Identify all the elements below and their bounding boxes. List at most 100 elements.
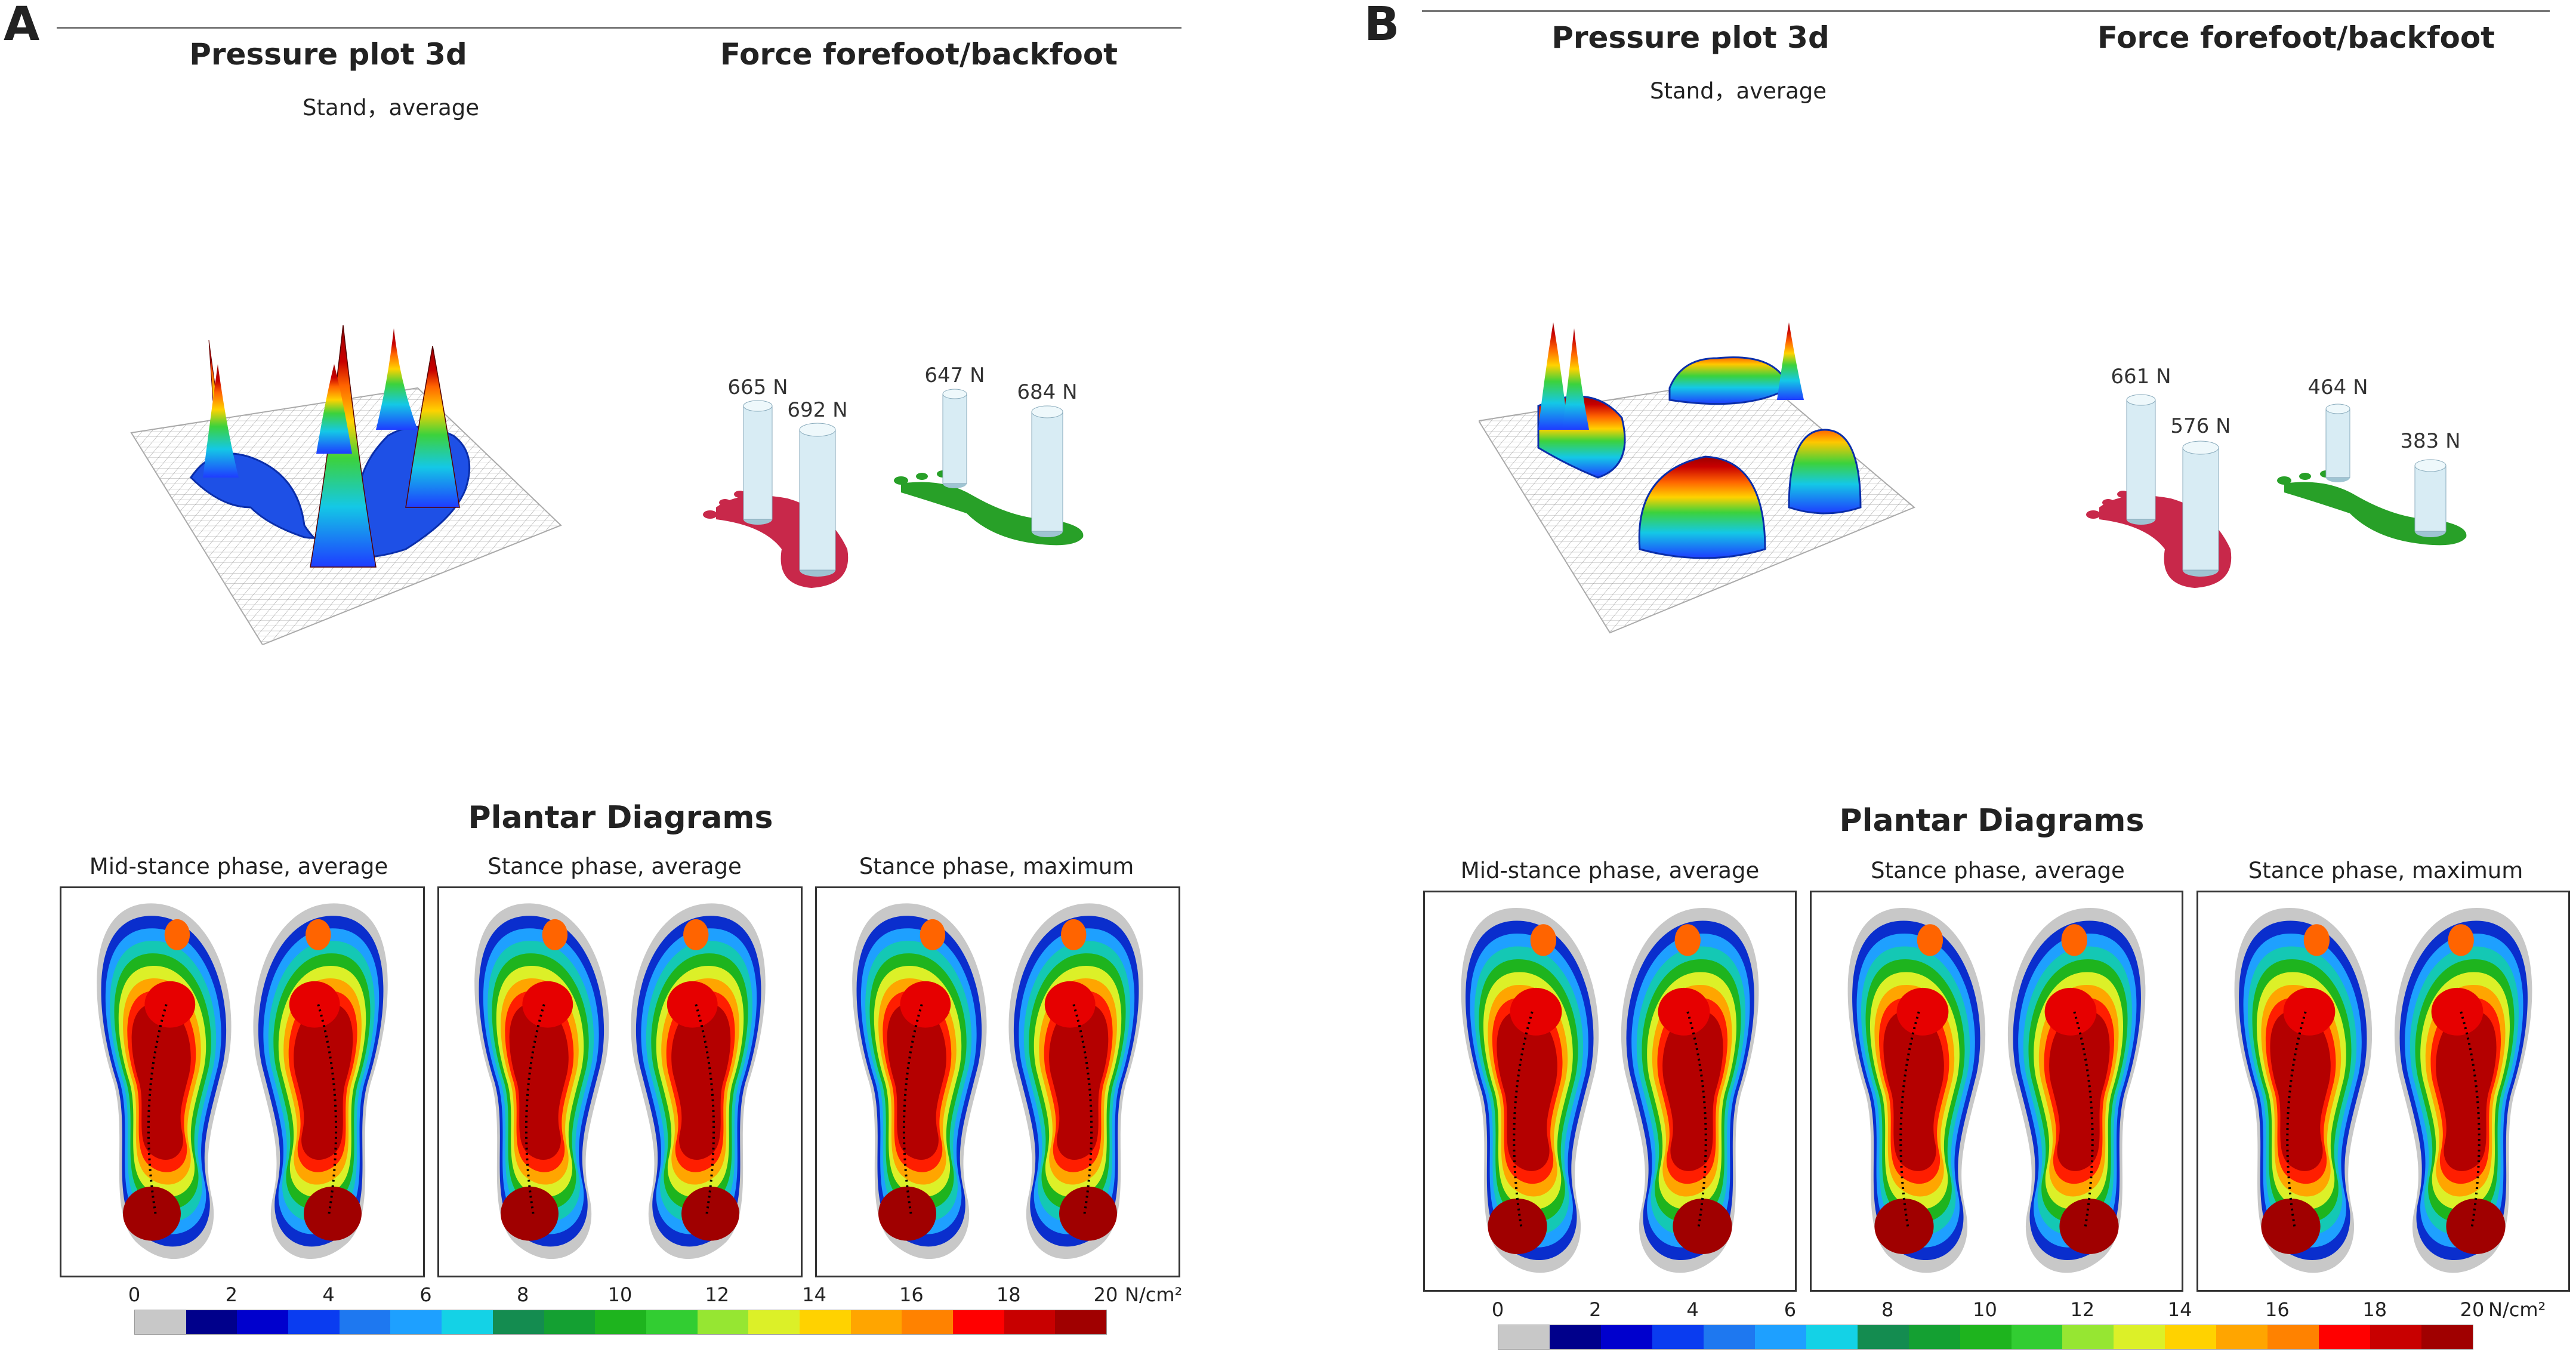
force-bar <box>2182 441 2219 577</box>
foot-pressure-map <box>474 903 609 1259</box>
force-bar <box>1031 405 1063 537</box>
scale-tick-label: 10 <box>607 1283 633 1306</box>
color-scale-segment <box>1549 1325 1601 1349</box>
scale-tick-label: 4 <box>1686 1298 1699 1321</box>
force-value: 661 N <box>2111 365 2171 389</box>
diagram-title: Stance phase, average <box>488 854 742 879</box>
color-scale-segment <box>2216 1325 2268 1349</box>
color-scale-segment <box>2011 1325 2063 1349</box>
color-scale-segment <box>237 1310 289 1334</box>
color-scale-segment <box>1055 1310 1107 1334</box>
panel-b: B Pressure plot 3d Stand，average Force f… <box>1288 0 2576 1355</box>
color-scale-segment <box>1703 1325 1755 1349</box>
force-value: 647 N <box>924 364 985 387</box>
foot-pressure-map <box>852 903 987 1259</box>
force-value: 692 N <box>787 398 847 422</box>
scale-tick-label: 18 <box>2362 1298 2387 1321</box>
scale-tick-label: 2 <box>1589 1298 1602 1321</box>
scale-tick-label: 2 <box>225 1283 237 1306</box>
color-scale-segment <box>595 1310 646 1334</box>
foot-pressure-map <box>253 903 388 1259</box>
diagram-title: Stance phase, maximum <box>2248 858 2523 883</box>
foot-pressure-map <box>1847 907 1986 1273</box>
scale-tick-label: 0 <box>128 1283 141 1306</box>
panel-label: A <box>4 0 40 51</box>
force-plot: 661 N 576 N 464 N 383 N <box>2075 358 2493 609</box>
color-scale-segment <box>2319 1325 2371 1349</box>
color-scale-segment <box>2165 1325 2217 1349</box>
divider <box>57 27 1181 29</box>
color-scale-segment <box>390 1310 442 1334</box>
force-title: Force forefoot/backfoot <box>2097 20 2495 55</box>
force-value: 665 N <box>727 375 788 399</box>
force-bar <box>2414 459 2447 537</box>
color-scale-segment <box>799 1310 851 1334</box>
force-value: 464 N <box>2307 375 2368 399</box>
force-plot: 665 N 692 N 647 N 684 N <box>692 358 1110 609</box>
plantar-diagram <box>1810 891 2183 1292</box>
scale-tick-label: 10 <box>1973 1298 1997 1321</box>
color-scale-segment <box>1857 1325 1909 1349</box>
foot-pressure-map <box>1008 903 1143 1259</box>
panel-label: B <box>1364 0 1400 51</box>
color-scale-bar <box>134 1310 1107 1335</box>
foot-pressure-map <box>1461 907 1599 1273</box>
force-value: 576 N <box>2170 414 2231 438</box>
color-scale-segment <box>2062 1325 2114 1349</box>
scale-tick-label: 8 <box>517 1283 529 1306</box>
scale-tick-label: 12 <box>705 1283 730 1306</box>
foot-pressure-map <box>97 903 232 1259</box>
color-scale-segment <box>288 1310 340 1334</box>
plantar-title: Plantar Diagrams <box>468 800 773 836</box>
diagram-title: Mid-stance phase, average <box>89 854 388 879</box>
scale-tick-label: 6 <box>419 1283 432 1306</box>
color-scale-segment <box>2370 1325 2422 1349</box>
color-scale-segment <box>1908 1325 1960 1349</box>
color-scale-segment <box>646 1310 698 1334</box>
scale-tick-label: 6 <box>1784 1298 1797 1321</box>
color-scale-segment <box>1806 1325 1858 1349</box>
divider <box>1422 10 2550 12</box>
scale-tick-label: 16 <box>2265 1298 2290 1321</box>
color-scale-segment <box>1754 1325 1806 1349</box>
color-scale-segment <box>544 1310 596 1334</box>
color-scale-segment <box>492 1310 544 1334</box>
scale-tick-label: 4 <box>322 1283 335 1306</box>
diagram-title: Mid-stance phase, average <box>1460 858 1760 883</box>
color-scale-segment <box>2421 1325 2473 1349</box>
plantar-diagram <box>60 886 425 1277</box>
scale-unit: N/cm² <box>1125 1283 1183 1306</box>
color-scale-segment <box>339 1310 391 1334</box>
color-scale-segment <box>2114 1325 2165 1349</box>
color-scale-segment <box>186 1310 237 1334</box>
force-value: 684 N <box>1017 380 1077 404</box>
color-scale-segment <box>953 1310 1004 1334</box>
foot-pressure-map <box>2007 907 2146 1273</box>
color-scale-segment <box>1004 1310 1056 1334</box>
color-scale-segment <box>2268 1325 2319 1349</box>
scale-tick-label: 16 <box>899 1283 924 1306</box>
color-scale-segment <box>135 1310 186 1334</box>
panel-a: A Pressure plot 3d Stand，average Force f… <box>4 0 1184 1343</box>
color-scale-segment <box>442 1310 493 1334</box>
scale-tick-label: 8 <box>1881 1298 1894 1321</box>
color-scale-segment <box>697 1310 749 1334</box>
force-bar <box>2126 394 2156 525</box>
color-scale-segment <box>1498 1325 1550 1349</box>
foot-pressure-map <box>2394 907 2532 1273</box>
plantar-diagram <box>2196 891 2570 1292</box>
plantar-title: Plantar Diagrams <box>1839 803 2145 839</box>
plantar-diagram <box>1423 891 1797 1292</box>
color-scale-segment <box>1652 1325 1704 1349</box>
scale-tick-label: 14 <box>2167 1298 2192 1321</box>
force-bar <box>743 400 773 525</box>
force-bar <box>799 423 836 577</box>
pressure-plot-3d <box>119 310 573 645</box>
color-scale-segment <box>748 1310 800 1334</box>
foot-pressure-map <box>631 903 766 1259</box>
plantar-diagram <box>815 886 1180 1277</box>
